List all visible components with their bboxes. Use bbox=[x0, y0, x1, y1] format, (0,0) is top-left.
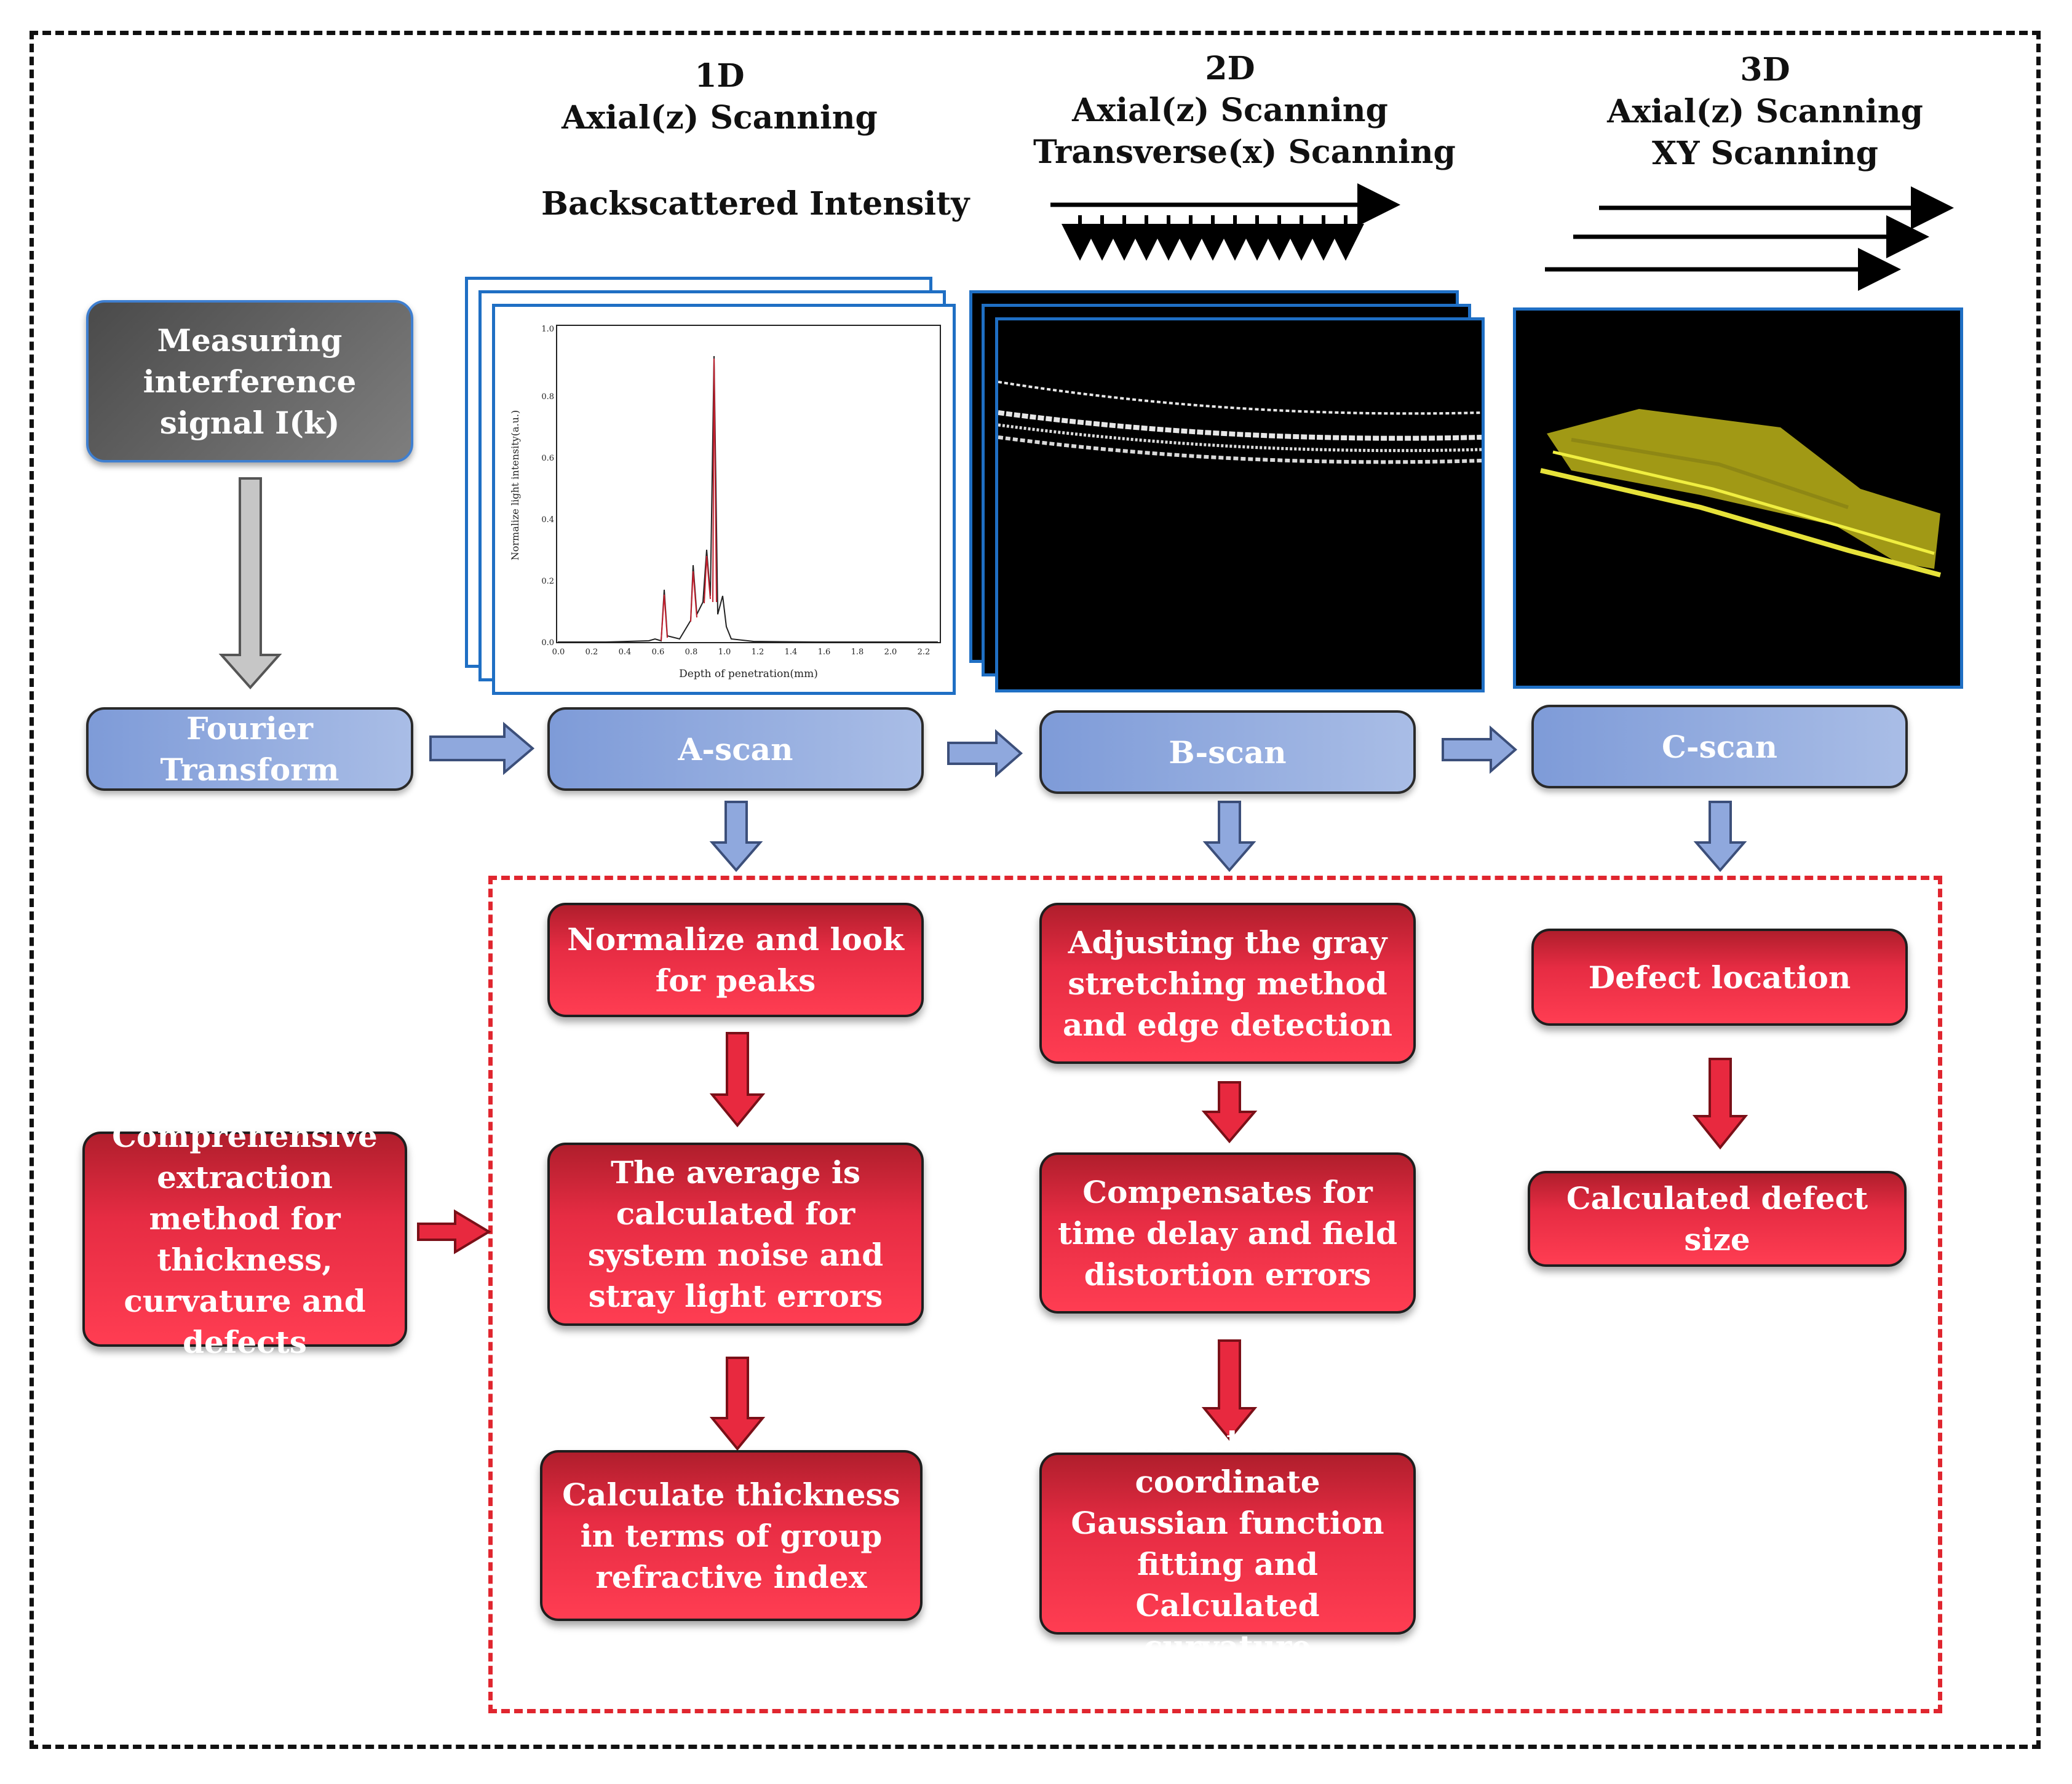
ytick-label: 0.6 bbox=[541, 454, 554, 463]
header-1d-sub: Backscattered Intensity bbox=[541, 185, 970, 223]
gray-stretching-box: Adjusting the gray stretching method and… bbox=[1039, 903, 1416, 1064]
header-2d-line1: Axial(z) Scanning bbox=[1072, 92, 1388, 129]
average-noise-box: The average is calculated for system noi… bbox=[547, 1143, 924, 1326]
header-3d-line2: XY Scanning bbox=[1651, 135, 1878, 172]
xtick-label: 0.2 bbox=[585, 648, 598, 657]
measuring-box: Measuring interference signal I(k) bbox=[86, 300, 413, 462]
xtick-label: 0.4 bbox=[619, 648, 632, 657]
xtick-label: 1.2 bbox=[752, 648, 764, 657]
header-3d-title: 3D bbox=[1740, 51, 1790, 89]
bscan-layers bbox=[998, 381, 1482, 464]
header-2d-line2: Transverse(x) Scanning bbox=[1033, 133, 1456, 171]
ytick-label: 1.0 bbox=[541, 325, 554, 334]
header-1d-title: 1D bbox=[694, 57, 745, 95]
normalize-peaks-box: Normalize and look for peaks bbox=[547, 903, 924, 1017]
ascan-plot-frame: 0.0 0.2 0.4 0.6 0.8 1.0 0.0 0.2 0.4 0.6 … bbox=[492, 304, 956, 695]
blue-down-arrows bbox=[709, 801, 1747, 873]
blue-right-arrows bbox=[429, 721, 1518, 778]
bscan-box: B-scan bbox=[1039, 710, 1416, 794]
plot-axes-box bbox=[556, 325, 941, 643]
ytick-labels: 0.0 0.2 0.4 0.6 0.8 1.0 bbox=[541, 325, 554, 648]
axial-arrows bbox=[1062, 215, 1364, 261]
header-3d: 3D Axial(z) Scanning XY Scanning bbox=[1568, 49, 1962, 175]
cscan-cloud bbox=[1540, 409, 1942, 577]
xy-arrows bbox=[1545, 186, 1954, 291]
cscan-image bbox=[1513, 307, 1963, 689]
ytick-label: 0.4 bbox=[541, 515, 554, 525]
xtick-label: 0.8 bbox=[685, 648, 698, 657]
xtick-label: 1.0 bbox=[718, 648, 731, 657]
header-2d-title: 2D bbox=[1205, 50, 1255, 87]
compensate-errors-box: Compensates for time delay and field dis… bbox=[1039, 1152, 1416, 1314]
defect-size-box: Calculated defect size bbox=[1528, 1171, 1907, 1267]
processing-region bbox=[488, 876, 1942, 1713]
ascan-plot: 0.0 0.2 0.4 0.6 0.8 1.0 0.0 0.2 0.4 0.6 … bbox=[509, 325, 941, 680]
cscan-box: C-scan bbox=[1531, 705, 1908, 788]
red-right-arrow bbox=[417, 1209, 491, 1255]
defect-location-box: Defect location bbox=[1531, 929, 1908, 1026]
xtick-label: 2.0 bbox=[884, 648, 897, 657]
red-down-arrows bbox=[709, 1032, 1748, 1451]
gray-down-arrow bbox=[218, 477, 282, 690]
bscan-image bbox=[995, 317, 1485, 692]
header-2d: 2D Axial(z) Scanning Transverse(x) Scann… bbox=[1033, 48, 1456, 173]
ytick-label: 0.0 bbox=[541, 638, 554, 648]
gaussian-curvature-box: Extraction of coordinate Gaussian functi… bbox=[1039, 1422, 1416, 1665]
plot-xlabel: Depth of penetration(mm) bbox=[679, 668, 818, 680]
ytick-label: 0.2 bbox=[541, 577, 554, 586]
xtick-label: 0.6 bbox=[652, 648, 665, 657]
outer-frame bbox=[30, 31, 2041, 1749]
xtick-label: 1.4 bbox=[785, 648, 798, 657]
fourier-box: Fourier Transform bbox=[86, 707, 413, 791]
ascan-signal bbox=[558, 355, 938, 643]
xtick-label: 1.8 bbox=[851, 648, 864, 657]
xtick-label: 1.6 bbox=[818, 648, 831, 657]
plot-ylabel: Normalize light intensity(a.u.) bbox=[509, 410, 521, 560]
ascan-signal-red bbox=[661, 358, 717, 641]
header-3d-line1: Axial(z) Scanning bbox=[1607, 93, 1923, 130]
comprehensive-method-box: Comprehensive extraction method for thic… bbox=[82, 1118, 407, 1360]
ytick-label: 0.8 bbox=[541, 392, 554, 402]
xtick-labels: 0.0 0.2 0.4 0.6 0.8 1.0 1.2 1.4 1.6 1.8 … bbox=[552, 648, 931, 657]
ascan-box: A-scan bbox=[547, 707, 924, 791]
calculate-thickness-box: Calculate thickness in terms of group re… bbox=[540, 1450, 923, 1621]
header-1d: 1D Axial(z) Scanning bbox=[554, 55, 886, 139]
header-1d-line1: Axial(z) Scanning bbox=[562, 99, 878, 137]
xtick-label: 0.0 bbox=[552, 648, 565, 657]
xtick-label: 2.2 bbox=[918, 648, 931, 657]
